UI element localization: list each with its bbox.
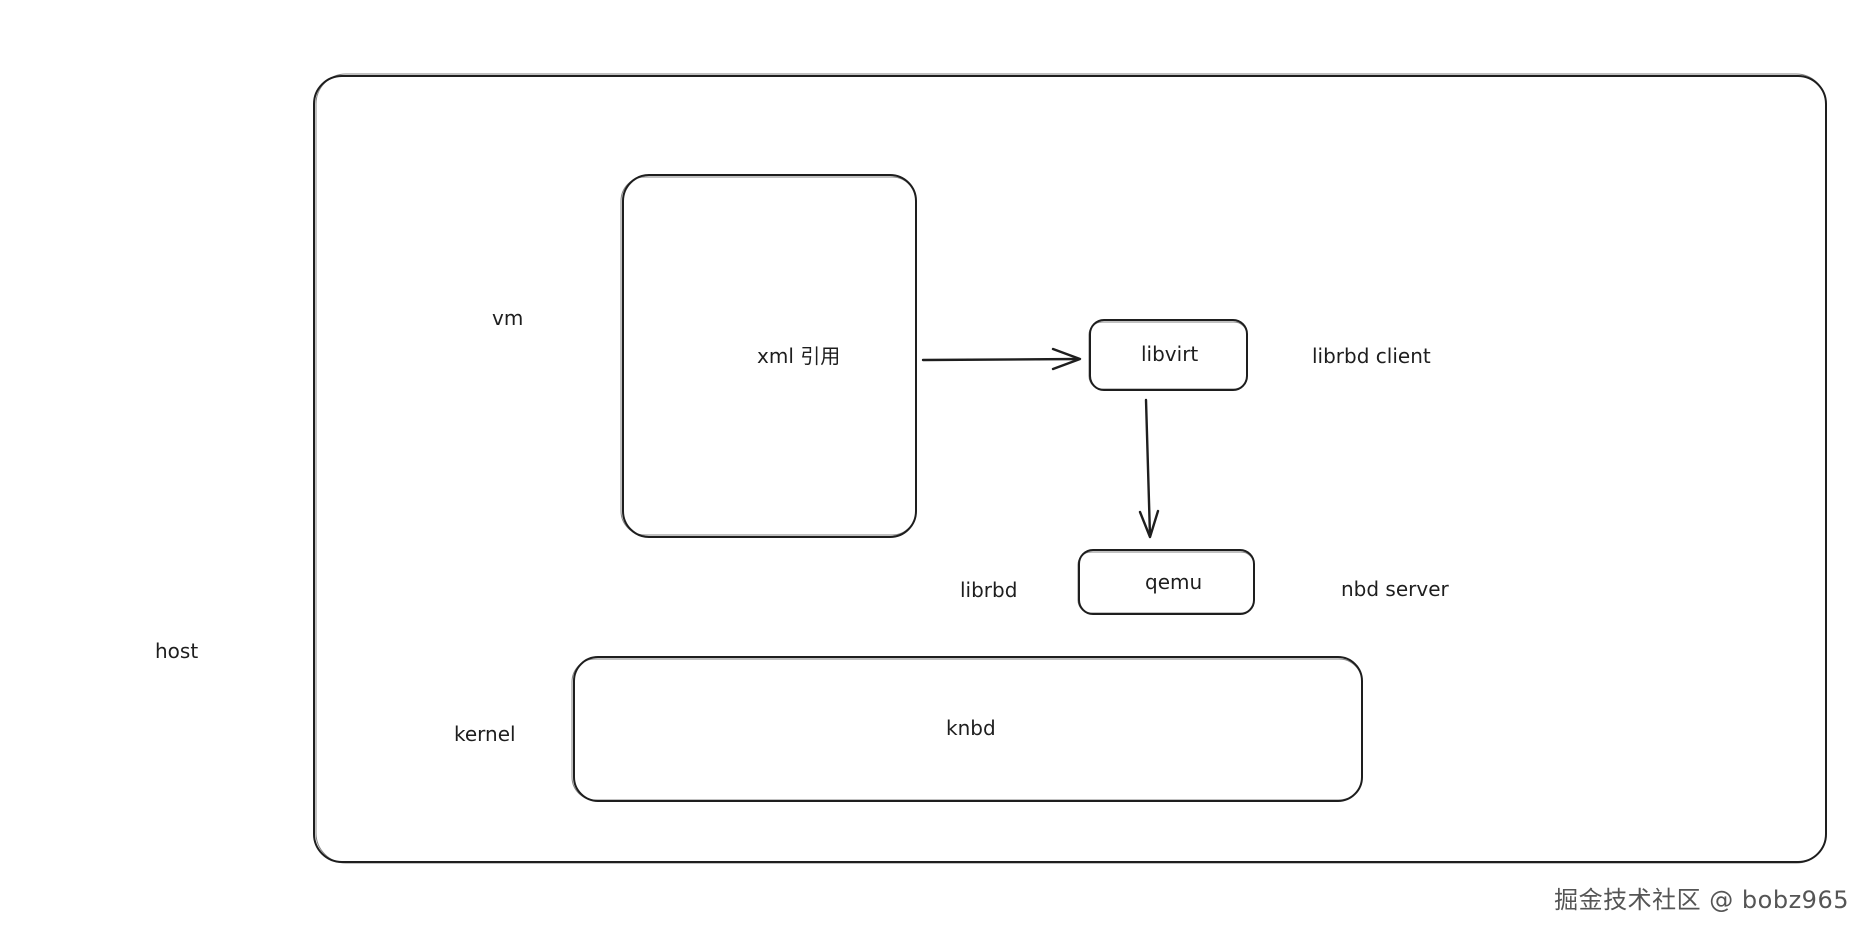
label-libvirt: libvirt: [1141, 342, 1198, 366]
label-vm: vm: [492, 306, 523, 330]
label-kernel: kernel: [454, 722, 516, 746]
arrow-vm-to-libvirt: [921, 347, 1082, 371]
label-nbd-server: nbd server: [1341, 577, 1450, 601]
knbd-box: [571, 656, 1363, 802]
label-xml-ref: xml 引用: [757, 344, 840, 368]
libvirt-box: [1088, 319, 1248, 391]
vm-box: [620, 174, 917, 538]
host-container: [313, 73, 1827, 864]
arrow-libvirt-to-qemu: [1138, 398, 1160, 539]
qemu-box: [1077, 549, 1255, 615]
label-knbd: knbd: [946, 716, 996, 740]
label-qemu: qemu: [1145, 570, 1202, 594]
watermark-text: 掘金技术社区 @ bobz965: [1554, 886, 1849, 914]
label-host: host: [155, 639, 198, 663]
label-librbd: librbd: [960, 578, 1017, 602]
label-librbd-client: librbd client: [1312, 344, 1431, 368]
